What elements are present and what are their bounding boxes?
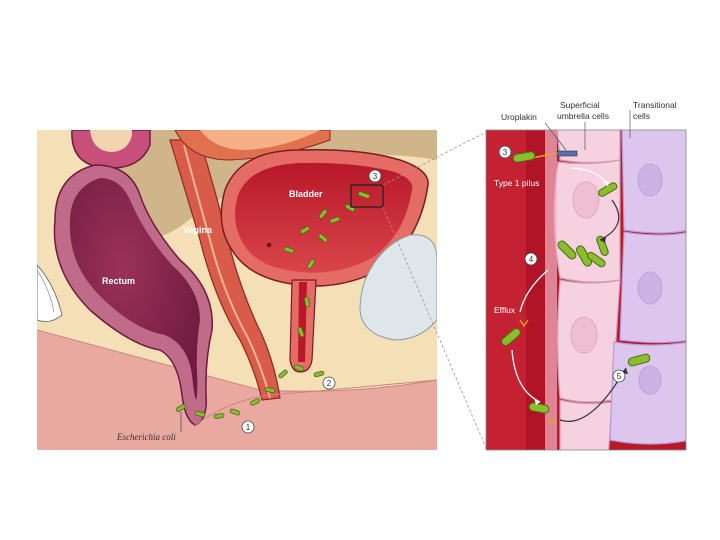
step-marker-3-right: 3	[499, 146, 511, 158]
cell-panel	[486, 118, 690, 460]
label-bladder: Bladder	[289, 189, 323, 199]
label-vagina: Vagina	[183, 225, 213, 235]
step-marker-5: 5	[613, 370, 625, 382]
step-marker-4: 4	[525, 253, 537, 265]
label-umbrella-1: Superficial	[560, 100, 600, 110]
label-transitional-2: cells	[633, 111, 650, 121]
label-umbrella-2: umbrella cells	[557, 111, 609, 121]
label-efflux: Efflux	[494, 305, 516, 315]
step-marker-2: 2	[323, 377, 335, 389]
svg-text:1: 1	[246, 423, 251, 432]
label-transitional-1: Transitional	[633, 100, 677, 110]
label-rectum: Rectum	[102, 276, 135, 286]
svg-text:4: 4	[529, 255, 534, 264]
svg-text:5: 5	[617, 372, 622, 381]
svg-text:3: 3	[503, 148, 508, 157]
step-marker-1: 1	[242, 421, 254, 433]
svg-text:3: 3	[373, 172, 378, 181]
umbrella-cells	[554, 118, 620, 460]
label-ecoli: Escherichia coli	[116, 432, 176, 442]
step-marker-3-left: 3	[369, 170, 381, 182]
svg-text:2: 2	[327, 379, 332, 388]
uroplakin-receptor	[557, 151, 577, 156]
label-uroplakin: Uroplakin	[501, 112, 537, 122]
label-type1-pilus: Type 1 pilus	[494, 178, 539, 188]
